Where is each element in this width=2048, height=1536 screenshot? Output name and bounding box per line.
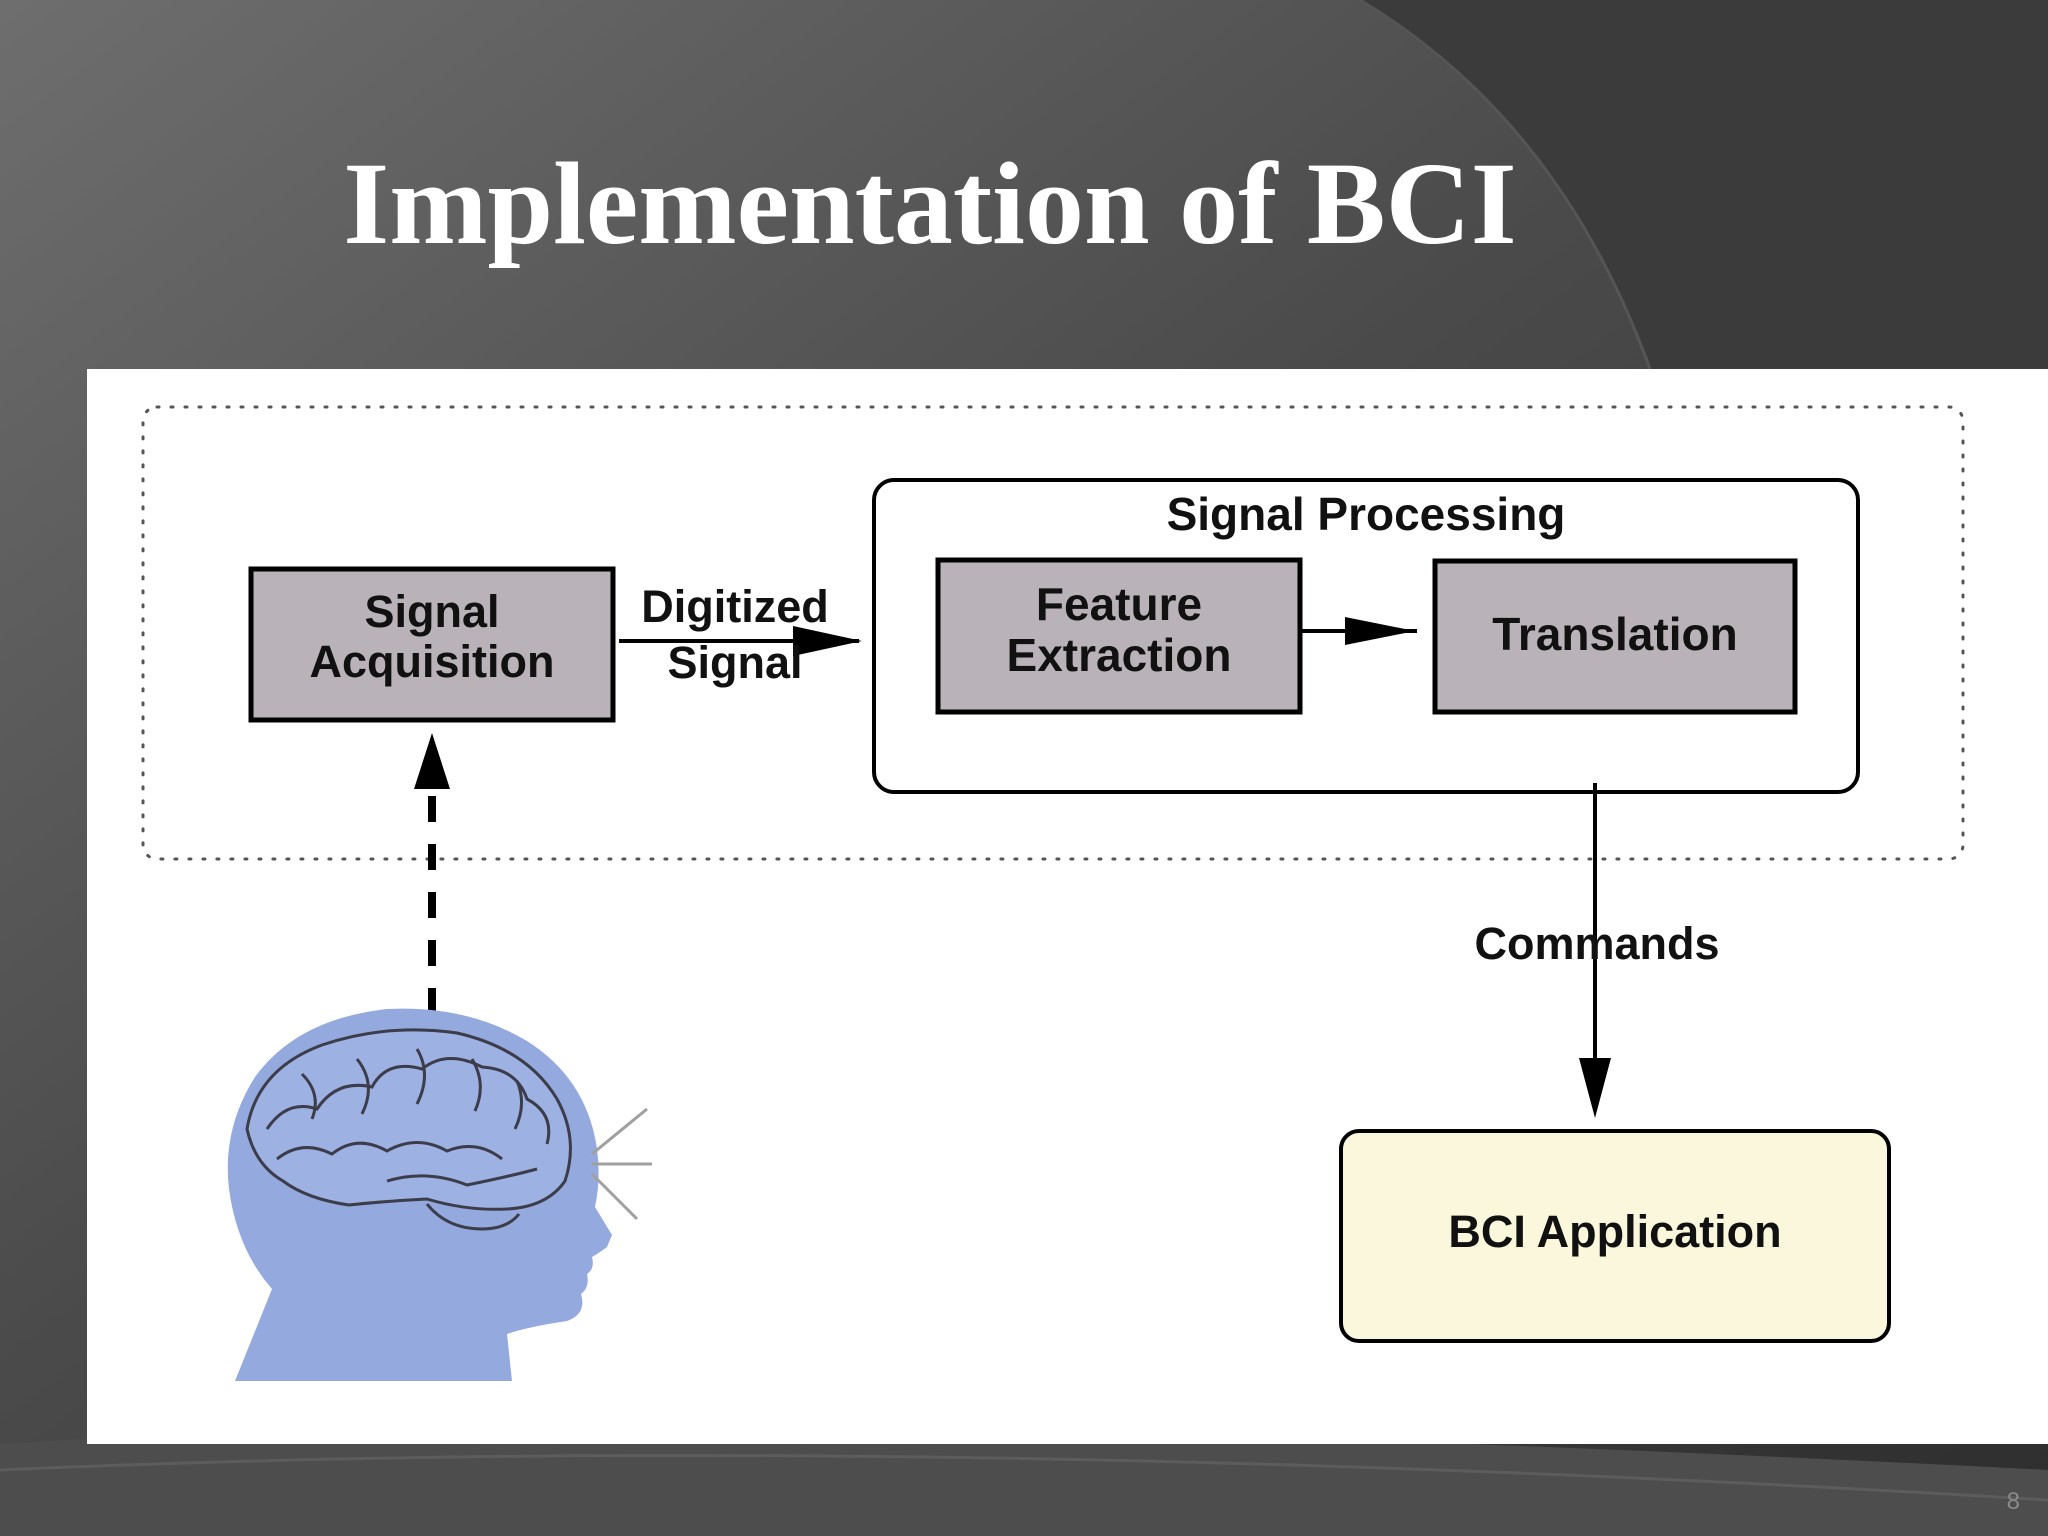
signal-acquisition-box — [248, 566, 616, 723]
bci-application-box — [1339, 1129, 1891, 1343]
feature-to-translation-arrow — [1345, 617, 1415, 645]
signal-acquisition-label: Signal Acquisition — [309, 586, 555, 687]
commands-label: Commands — [1474, 918, 1720, 969]
translation-label: Translation — [1492, 608, 1738, 660]
bci-application-label: BCI Application — [1448, 1206, 1782, 1257]
feature-extraction-label: Feature Extraction — [1006, 578, 1232, 681]
diagram-shapes — [141, 405, 1965, 1381]
translation-box — [1432, 558, 1798, 715]
signal-processing-label: Signal Processing — [1166, 488, 1566, 540]
brain-head-icon — [227, 1008, 652, 1381]
slide-title: Implementation of BCI — [343, 138, 1517, 269]
system-boundary — [141, 405, 1965, 861]
bci-diagram: Signal Acquisition Digitized Signal Sign… — [87, 369, 2048, 1444]
feature-extraction-box — [935, 557, 1303, 715]
slide-number: 8 — [2006, 1488, 2020, 1515]
digitized-signal-label: Digitized Signal — [641, 581, 829, 689]
signal-processing-box — [872, 478, 1860, 794]
